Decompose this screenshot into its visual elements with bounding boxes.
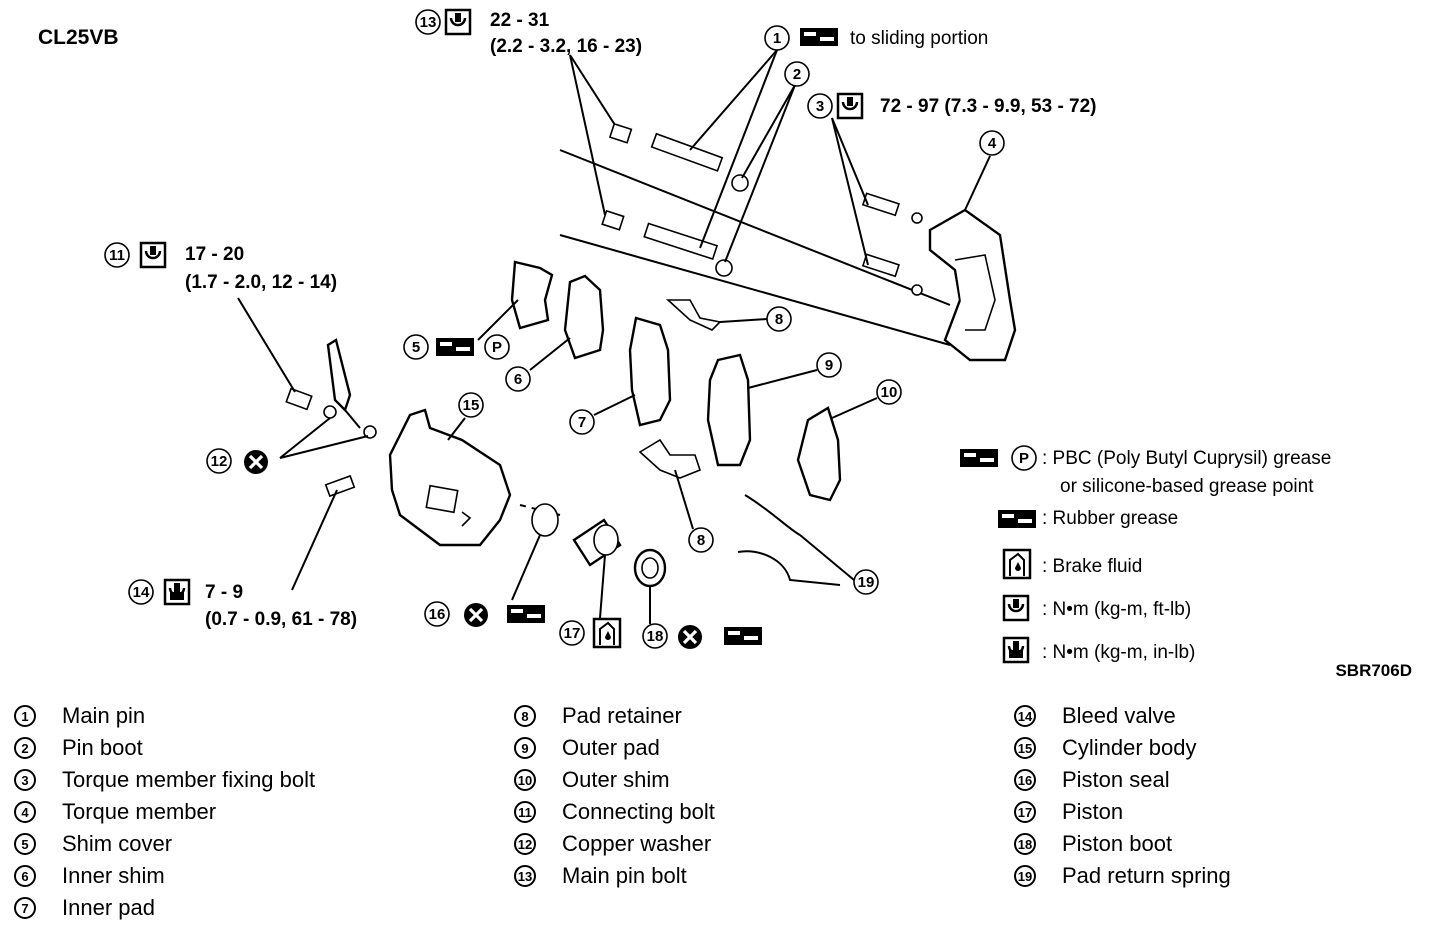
pad-retainer-top — [665, 299, 722, 331]
key-torque-ftlb: : N•m (kg-m, ft-lb) — [1042, 599, 1191, 620]
key-brake-fluid: : Brake fluid — [1042, 556, 1142, 577]
svg-text:4: 4 — [988, 135, 997, 152]
main-pin-assembly — [559, 122, 951, 346]
svg-text:8: 8 — [697, 532, 705, 549]
svg-text:13: 13 — [420, 14, 437, 31]
exploded-brake-diagram: CL25VB 13 22 - 31 (2.2 - 3.2, 16 - 23) 1… — [38, 8, 1412, 680]
connecting-bolt — [285, 387, 313, 411]
svg-text:19: 19 — [858, 574, 875, 591]
torque-bleed-valve-1: 7 - 9 — [205, 582, 243, 603]
svg-text:14: 14 — [133, 584, 150, 601]
svg-text:17: 17 — [564, 625, 581, 642]
key-torque-inlb: : N•m (kg-m, in-lb) — [1042, 642, 1195, 663]
svg-text:P: P — [492, 339, 502, 356]
svg-text:1: 1 — [773, 30, 781, 47]
svg-text:5: 5 — [412, 339, 420, 356]
svg-text:18: 18 — [647, 628, 664, 645]
torque-main-pin-bolt-1: 22 - 31 — [490, 10, 550, 31]
shim-cover — [510, 260, 554, 330]
svg-text:11: 11 — [109, 247, 125, 264]
bleed-valve — [324, 474, 356, 498]
torque-member — [861, 192, 1017, 362]
key-pbc-line1: : PBC (Poly Butyl Cuprysil) grease — [1042, 448, 1331, 469]
svg-text:8: 8 — [775, 311, 783, 328]
svg-text:7: 7 — [578, 414, 586, 431]
svg-text:3: 3 — [816, 98, 824, 115]
pad-return-spring — [737, 494, 841, 586]
main-pin-note: to sliding portion — [850, 28, 988, 49]
outer-pad — [706, 353, 752, 467]
inner-pad — [628, 316, 672, 427]
figure-code: SBR706D — [1335, 661, 1412, 680]
svg-text:10: 10 — [881, 384, 898, 401]
torque-member-bolt-spec: 72 - 97 (7.3 - 9.9, 53 - 72) — [880, 96, 1097, 117]
svg-text:6: 6 — [514, 371, 522, 388]
torque-connecting-bolt-2: (1.7 - 2.0, 12 - 14) — [185, 272, 337, 293]
svg-text:2: 2 — [793, 66, 801, 83]
brake-hose — [326, 338, 352, 413]
symbol-key: P : PBC (Poly Butyl Cuprysil) grease or … — [960, 445, 1331, 664]
cylinder-body — [388, 408, 512, 547]
outer-shim — [796, 406, 842, 502]
torque-bleed-valve-2: (0.7 - 0.9, 61 - 78) — [205, 609, 357, 630]
key-pbc-line2: or silicone-based grease point — [1060, 476, 1314, 497]
pad-retainer-bottom — [638, 438, 701, 479]
svg-text:15: 15 — [463, 397, 480, 414]
torque-connecting-bolt-1: 17 - 20 — [185, 244, 244, 265]
torque-main-pin-bolt-2: (2.2 - 3.2, 16 - 23) — [490, 36, 642, 57]
svg-text:P: P — [1019, 450, 1029, 467]
svg-text:12: 12 — [211, 453, 228, 470]
svg-text:9: 9 — [825, 357, 833, 374]
inner-shim — [563, 274, 605, 360]
svg-text:16: 16 — [429, 606, 446, 623]
piston-seal — [531, 503, 559, 537]
key-rubber-grease: : Rubber grease — [1042, 508, 1178, 529]
model-code: CL25VB — [38, 26, 119, 49]
